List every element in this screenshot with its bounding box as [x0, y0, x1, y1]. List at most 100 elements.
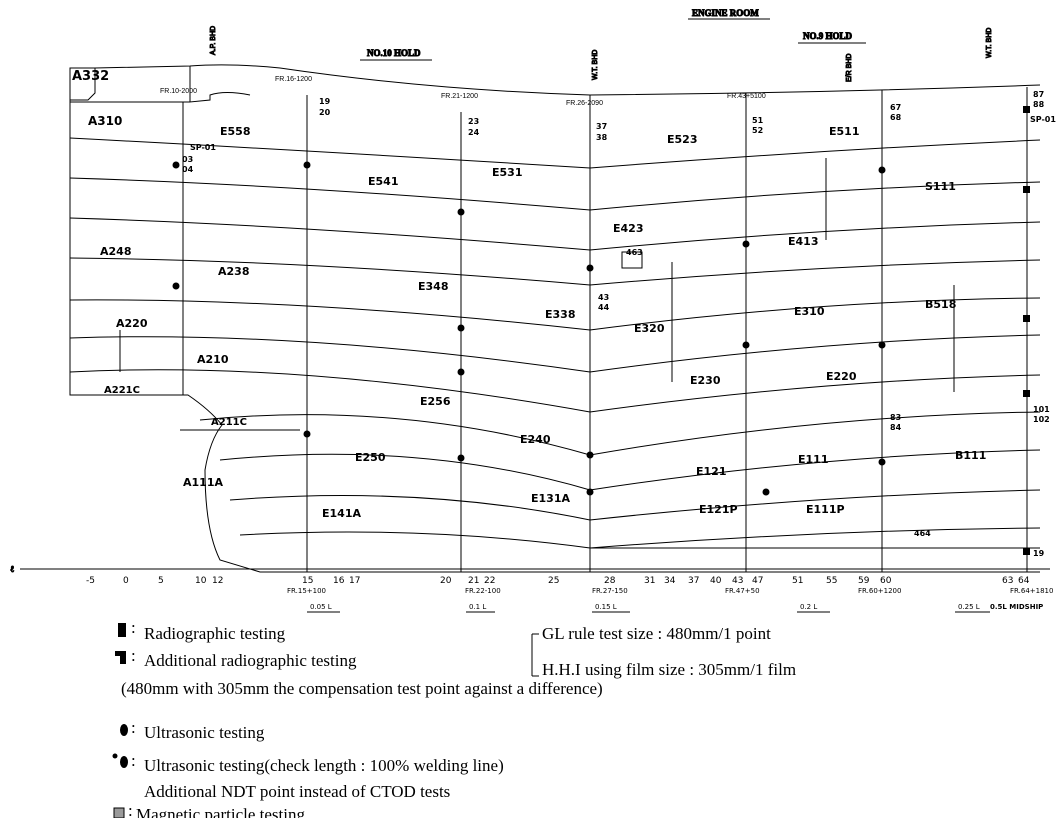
- additional-radiographic-icon: [115, 651, 126, 664]
- radiographic-point: [1023, 548, 1030, 555]
- block-label: E141A: [322, 507, 361, 520]
- svg-text:SP-01: SP-01: [190, 143, 216, 152]
- block-label: E523: [667, 133, 697, 146]
- ultrasonic-point: [457, 324, 465, 332]
- block-label: A332: [72, 69, 109, 84]
- axis-tick: 51: [792, 576, 803, 586]
- svg-text::: :: [131, 718, 136, 737]
- block-label: E121: [696, 465, 726, 478]
- legend-radiographic: Radiographic testing: [144, 624, 286, 643]
- ultrasonic-point: [586, 488, 594, 496]
- block-label: B111: [955, 449, 986, 462]
- axis-tick: 31: [644, 576, 655, 586]
- svg-text:52: 52: [752, 126, 763, 135]
- block-label: E541: [368, 175, 398, 188]
- no9-hold-label: NO.9 HOLD: [803, 31, 853, 41]
- svg-text::: :: [128, 801, 133, 818]
- axis-tick: 21: [468, 576, 479, 586]
- block-label: A248: [100, 245, 131, 258]
- frame-label: FR.47+50: [725, 587, 760, 595]
- block-label: E230: [690, 374, 721, 387]
- axis-tick: -5: [86, 576, 95, 586]
- legend-magnetic: Magnetic particle testing: [136, 805, 305, 818]
- block-label: A210: [197, 353, 229, 366]
- svg-text:84: 84: [890, 423, 902, 432]
- svg-text:102: 102: [1033, 415, 1050, 424]
- block-label: E558: [220, 125, 250, 138]
- axis-tick: 15: [302, 576, 313, 586]
- frame-label: FR.43+5100: [727, 93, 766, 100]
- ultrasonic-point: [742, 341, 750, 349]
- axis-tick: 12: [212, 576, 223, 586]
- block-label: E256: [420, 395, 451, 408]
- block-label: A310: [88, 114, 122, 128]
- magnetic-icon: [113, 807, 125, 818]
- no10-hold-label: NO.10 HOLD: [367, 48, 421, 58]
- wt-bhd-label: W.T. BHD: [592, 50, 599, 80]
- svg-text:87: 87: [1033, 90, 1044, 99]
- svg-text:83: 83: [890, 413, 901, 422]
- block-label: B518: [925, 298, 956, 311]
- frame-label: FR.26-2090: [566, 100, 603, 107]
- ultrasonic-point: [586, 264, 594, 272]
- svg-text:04: 04: [182, 165, 194, 174]
- ratio-mark-midship: 0.5L MIDSHIP: [990, 603, 1043, 611]
- svg-text:37: 37: [596, 122, 607, 131]
- block-label: E220: [826, 370, 857, 383]
- block-label: E131A: [531, 492, 570, 505]
- axis-tick: 20: [440, 576, 452, 586]
- svg-text:20: 20: [319, 108, 331, 117]
- block-label: S111: [925, 180, 956, 193]
- frame-label: FR.21-1200: [441, 93, 478, 100]
- svg-text:38: 38: [596, 133, 608, 142]
- svg-text::: :: [131, 751, 136, 770]
- ultrasonic-point: [172, 161, 180, 169]
- ultrasonic-point: [742, 240, 750, 248]
- block-label: E111P: [806, 503, 845, 516]
- ultrasonic-icon: [120, 724, 128, 736]
- axis-tick: 0: [123, 576, 129, 586]
- radiographic-point: [1023, 186, 1030, 193]
- svg-text:44: 44: [598, 303, 610, 312]
- legend-gl-rule: GL rule test size : 480mm/1 point: [542, 624, 771, 643]
- axis-tick: 10: [195, 576, 207, 586]
- axis-tick: 22: [484, 576, 495, 586]
- ultrasonic-point: [303, 161, 311, 169]
- radiographic-point: [1023, 106, 1030, 113]
- ultrasonic-point: [586, 451, 594, 459]
- block-label: E111: [798, 453, 828, 466]
- frame-label: FR.15+100: [287, 587, 326, 595]
- svg-text::: :: [131, 646, 136, 665]
- ultrasonic-point: [457, 454, 465, 462]
- axis-tick: 60: [880, 576, 892, 586]
- block-label: E121P: [699, 503, 738, 516]
- axis-tick: 47: [752, 576, 763, 586]
- svg-text:68: 68: [890, 113, 902, 122]
- ratio-mark: 0.15 L: [595, 603, 617, 611]
- axis-tick: 34: [664, 576, 676, 586]
- block-label: E320: [634, 322, 665, 335]
- svg-text:23: 23: [468, 117, 479, 126]
- svg-text::: :: [131, 618, 136, 637]
- axis-tick: 37: [688, 576, 699, 586]
- er-bhd-label: E/R BHD: [846, 54, 853, 82]
- svg-text:43: 43: [598, 293, 609, 302]
- ultrasonic-point: [457, 208, 465, 216]
- ultrasonic-point: [457, 368, 465, 376]
- wt-bhd-label-2: W.T. BHD: [986, 28, 993, 58]
- legend-additional-radiographic: Additional radiographic testing: [144, 651, 357, 670]
- svg-text:SP-01: SP-01: [1030, 115, 1056, 124]
- axis-tick: 55: [826, 576, 837, 586]
- svg-text:ℓ: ℓ: [10, 564, 14, 574]
- ratio-mark: 0.1 L: [469, 603, 486, 611]
- ratio-mark: 0.2 L: [800, 603, 817, 611]
- axis-tick: 63: [1002, 576, 1013, 586]
- axis-tick: 64: [1018, 576, 1030, 586]
- frame-label: FR.22-100: [465, 587, 501, 595]
- frame-label: FR.16-1200: [275, 76, 312, 83]
- ultrasonic-point: [172, 282, 180, 290]
- engine-room-label: ENGINE ROOM: [692, 8, 759, 18]
- ultrasonic-point: [878, 166, 886, 174]
- ratio-mark: 0.05 L: [310, 603, 332, 611]
